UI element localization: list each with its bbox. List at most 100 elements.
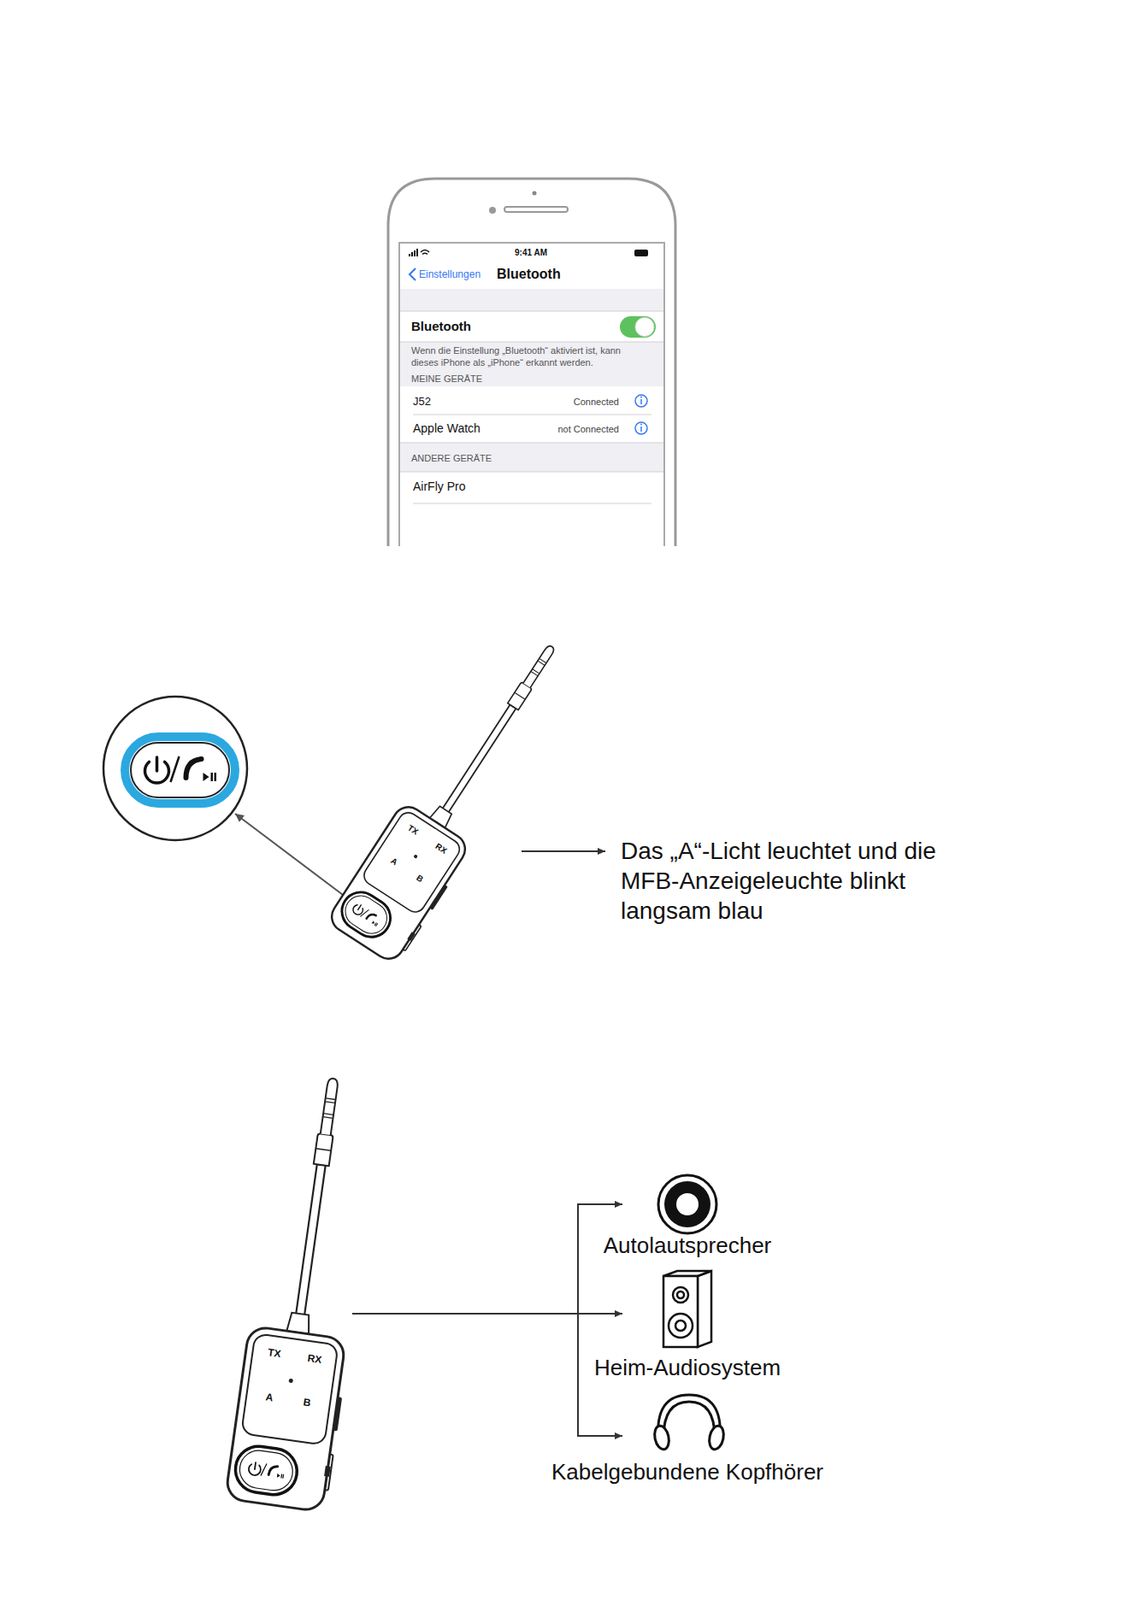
play-symbol [277, 1473, 281, 1479]
phone-sensor [532, 191, 537, 196]
home-speaker-icon [663, 1271, 712, 1348]
device-marking: TX [406, 824, 420, 838]
phone-speaker [504, 206, 568, 213]
cable [295, 1164, 326, 1319]
row-separators [400, 311, 664, 504]
plug-sleeve [320, 1078, 339, 1136]
transmitter-device: TX RX A B [218, 1073, 353, 1510]
mfb-button [232, 1444, 301, 1498]
plug-ring [323, 1098, 337, 1119]
plug-collar [315, 1149, 331, 1152]
handset-symbol [186, 759, 202, 779]
connector-arrow [352, 1314, 623, 1437]
device-marking: B [414, 873, 425, 885]
connector-arrow [521, 850, 606, 853]
play-symbol [203, 772, 210, 782]
output-device: Kabelgebundene Kopfhörer [622, 1398, 753, 1474]
status-note: Das „A“-Licht leuchtet und die MFB-Anzei… [605, 836, 999, 926]
wifi-icon [420, 250, 430, 255]
output-label: Autolautsprecher [603, 1232, 773, 1260]
pause-symbol [211, 772, 214, 782]
phone-screen [399, 242, 665, 547]
screen-band [400, 442, 664, 472]
phone [388, 178, 676, 547]
face-panel [241, 1333, 338, 1445]
leader-line [235, 813, 347, 898]
car-speaker-icon [658, 1175, 717, 1234]
info-icon-dot [640, 396, 643, 426]
transmitter-device [224, 1072, 386, 1514]
screen-band [400, 288, 664, 312]
pause-symbol [282, 1474, 284, 1480]
plug-sleeve [523, 644, 556, 689]
device-body [224, 1326, 346, 1513]
device-marking: A [389, 856, 399, 867]
toggle-knob [635, 318, 655, 337]
pause-symbol [375, 923, 378, 927]
phone-camera [489, 206, 496, 214]
handset-symbol [366, 912, 377, 923]
indicator-dot [288, 1379, 294, 1385]
headphones-icon [652, 1395, 726, 1451]
battery-icon [634, 249, 649, 257]
connection-state: not Connected [530, 424, 620, 436]
button-icon [145, 756, 218, 784]
screen-title: Bluetooth [496, 265, 561, 283]
device-marking: RX [306, 1353, 323, 1366]
slash [170, 756, 180, 783]
output-device: Autolautsprecher [622, 1171, 753, 1239]
button-icon [145, 756, 218, 784]
mfb-button-inner [237, 1448, 296, 1493]
device-marking: B [302, 1397, 312, 1410]
switch-knob [406, 931, 415, 942]
button-icon [351, 902, 383, 927]
device-name: Apple Watch [412, 421, 481, 437]
mfb-button [334, 884, 398, 944]
setting-note: Wenn die Einstellung „Bluetooth“ aktivie… [411, 345, 641, 370]
pause-symbol [214, 772, 218, 782]
power-symbol [155, 757, 160, 772]
mfb-button-inner [339, 890, 393, 940]
plug-ring [530, 658, 547, 676]
signal-icon [408, 248, 419, 257]
setting-name: Bluetooth [411, 318, 472, 335]
output-label: Heim-Audiosystem [594, 1355, 781, 1382]
device-marking: A [265, 1392, 274, 1404]
section-heading: MEINE GERÄTE [411, 373, 483, 385]
cable [441, 704, 516, 814]
toggle-switch [619, 316, 656, 338]
switch-knob [324, 1466, 331, 1478]
indicator-dot [412, 854, 419, 860]
mfb-button-inner [130, 742, 230, 798]
transmitter-device [325, 624, 589, 967]
device-name: J52 [412, 395, 431, 409]
button-icon [247, 1462, 286, 1480]
transmitter-device: TX RX A B [318, 636, 522, 975]
output-label: Kabelgebundene Kopfhörer [551, 1459, 824, 1486]
connection-state: Connected [555, 396, 620, 408]
pause-symbol [280, 1473, 283, 1479]
section-heading: ANDERE GERÄTE [411, 453, 492, 465]
back-link: Einstellungen [418, 268, 481, 281]
handset-symbol [268, 1465, 278, 1476]
device-body [325, 801, 472, 965]
info-icon [635, 395, 648, 435]
phone-outline [388, 178, 676, 547]
device-name: AirFly Pro [412, 479, 466, 495]
status-time: 9:41 AM [513, 247, 549, 259]
plug-collar [313, 1133, 334, 1167]
power-symbol [254, 1462, 256, 1470]
mfb-button-zoom [124, 736, 236, 804]
slash [260, 1463, 267, 1478]
plug-collar [514, 692, 525, 700]
screen-band [400, 341, 664, 387]
device-marking: TX [266, 1347, 282, 1360]
connector-arrow [352, 1204, 623, 1315]
device-marking: RX [433, 842, 449, 856]
back-chevron [409, 268, 416, 281]
